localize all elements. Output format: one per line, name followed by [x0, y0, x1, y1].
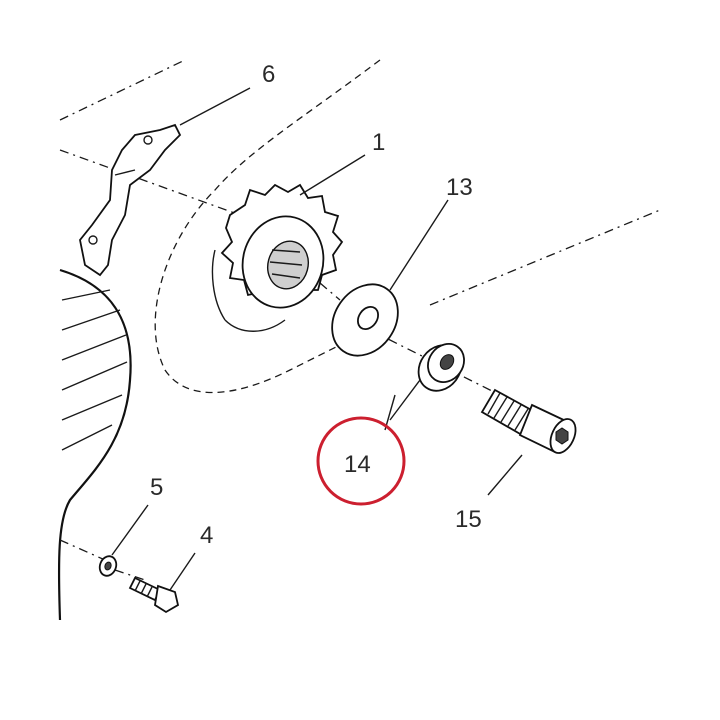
label-part-14: 14 [344, 451, 371, 478]
label-part-15: 15 [455, 506, 482, 533]
highlight-circle-14 [316, 416, 406, 506]
label-part-1: 1 [372, 129, 385, 156]
part-15-bolt [480, 388, 577, 454]
cover-boundary [154, 59, 381, 394]
part-5-small-washer [98, 555, 118, 577]
part-6-bracket [79, 123, 182, 277]
label-part-13: 13 [446, 174, 473, 201]
label-part-4: 4 [200, 522, 213, 549]
leader-lines [111, 87, 523, 591]
part-14-lock-washer [417, 343, 465, 392]
engine-casing [57, 268, 132, 621]
part-13-washer [331, 283, 399, 357]
part-1-sprocket [211, 183, 344, 332]
label-part-5: 5 [150, 474, 163, 501]
part-4-hex-bolt [128, 576, 180, 614]
label-part-6: 6 [262, 61, 275, 88]
